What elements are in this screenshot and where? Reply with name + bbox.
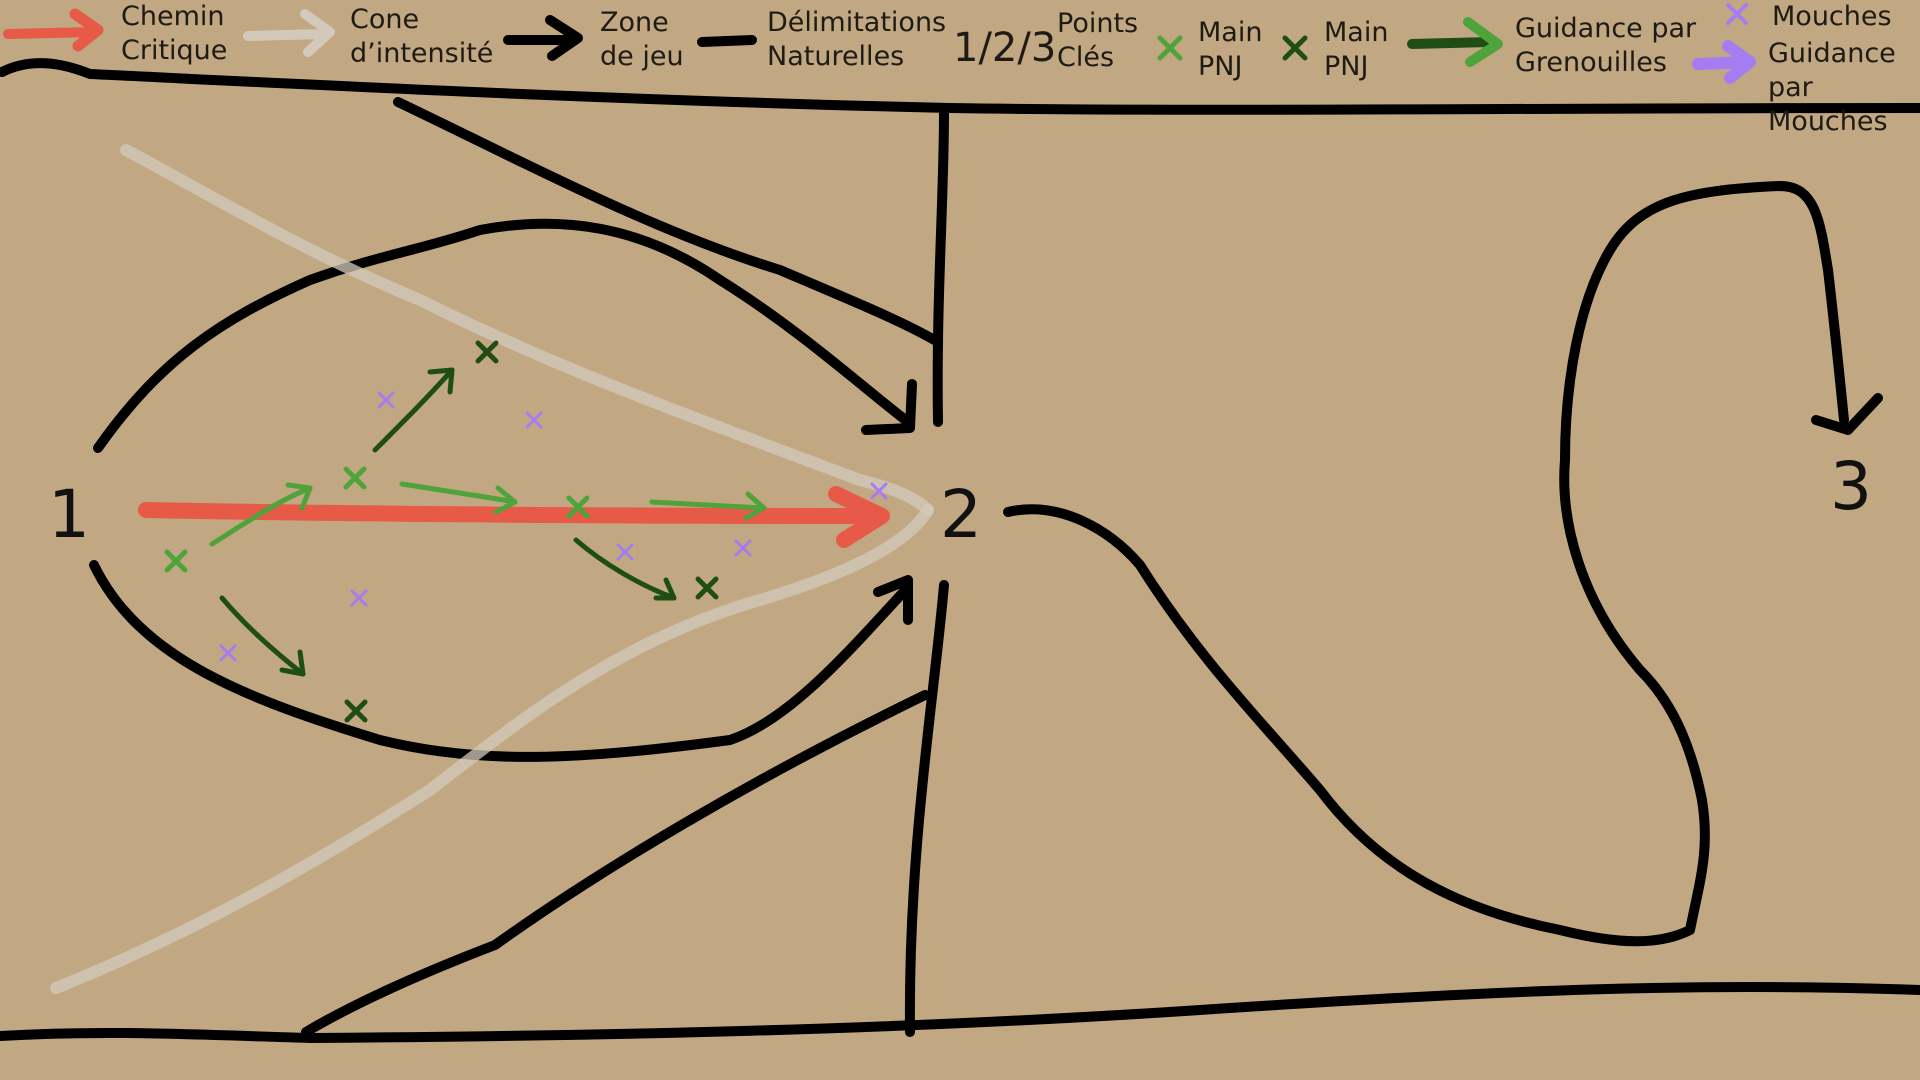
- main-npc-light-marker: [164, 549, 188, 573]
- legend-frog-guidance-label: Guidance par Grenouilles: [1515, 13, 1697, 78]
- legend-zone-swatch: [503, 15, 583, 61]
- frog-guidance-arrow: [209, 482, 313, 547]
- intensity-cone-lower: [50, 504, 934, 994]
- zone-upper-arrowhead: [861, 379, 917, 435]
- frog-guidance-arrow: [399, 481, 518, 515]
- legend-key-points-label: Points Clés: [1057, 8, 1139, 73]
- frog-guidance-arrow: [649, 491, 767, 521]
- legend-main-npc-light-cross: [1157, 35, 1183, 61]
- legend-fly-guidance-label: Guidance par Mouches: [1768, 38, 1896, 137]
- legend-key-points-code: 1/2/3: [953, 25, 1057, 71]
- fly-marker: [219, 644, 237, 662]
- upper-diagonal-boundary: [393, 97, 943, 347]
- frog-guidance-arrow: [219, 595, 306, 677]
- legend-cone-swatch: [243, 9, 335, 57]
- main-npc-light-marker: [343, 466, 367, 490]
- zone-lower-arrowhead: [873, 575, 913, 625]
- legend-critical-path-label: Chemin Critique: [121, 1, 228, 66]
- legend-flies-label: Mouches: [1772, 1, 1892, 32]
- zone-lower-arc: [89, 560, 913, 762]
- lower-wall: [904, 580, 949, 1037]
- fly-marker: [350, 589, 368, 607]
- upper-wall: [932, 107, 949, 427]
- zone-upper-arc: [93, 218, 913, 453]
- legend-main-npc-dark-label: Main PNJ: [1324, 17, 1389, 82]
- zone-winding-arrowhead: [1811, 393, 1883, 435]
- key-point-1: 1: [48, 476, 90, 553]
- legend-main-npc-light-label: Main PNJ: [1198, 17, 1263, 82]
- legend-fly-guidance-swatch: [1692, 40, 1756, 84]
- legend-fly-cross: [1726, 3, 1748, 25]
- intensity-cone-upper: [120, 144, 934, 516]
- key-point-3: 3: [1830, 448, 1872, 525]
- legend-zone-label: Zone de jeu: [600, 7, 684, 72]
- bottom-boundary: [0, 981, 1920, 1043]
- legend-critical-path-swatch: [3, 8, 104, 52]
- lower-diagonal-boundary: [301, 690, 930, 1037]
- top-boundary: [0, 58, 1920, 115]
- fly-marker: [870, 482, 888, 500]
- fly-marker: [734, 539, 752, 557]
- legend-frog-guidance-swatch: [1407, 17, 1503, 67]
- legend-natural-bounds-label: Délimitations Naturelles: [767, 7, 947, 72]
- main-npc-dark-marker: [475, 340, 499, 364]
- legend-main-npc-dark-cross: [1282, 35, 1308, 61]
- main-npc-light-marker: [566, 495, 590, 519]
- key-point-2: 2: [940, 476, 982, 553]
- fly-marker: [525, 411, 543, 429]
- main-npc-dark-marker: [695, 576, 719, 600]
- main-npc-dark-marker: [344, 699, 368, 723]
- fly-marker: [616, 543, 634, 561]
- zone-winding-path: [1003, 181, 1849, 947]
- frog-guidance-arrow: [573, 537, 677, 601]
- legend-natural-bounds-swatch: [697, 35, 757, 47]
- critical-path-arrow: [138, 486, 890, 548]
- fly-marker: [377, 391, 395, 409]
- legend-cone-label: Cone d’intensité: [350, 4, 494, 69]
- frog-guidance-arrow: [372, 367, 455, 453]
